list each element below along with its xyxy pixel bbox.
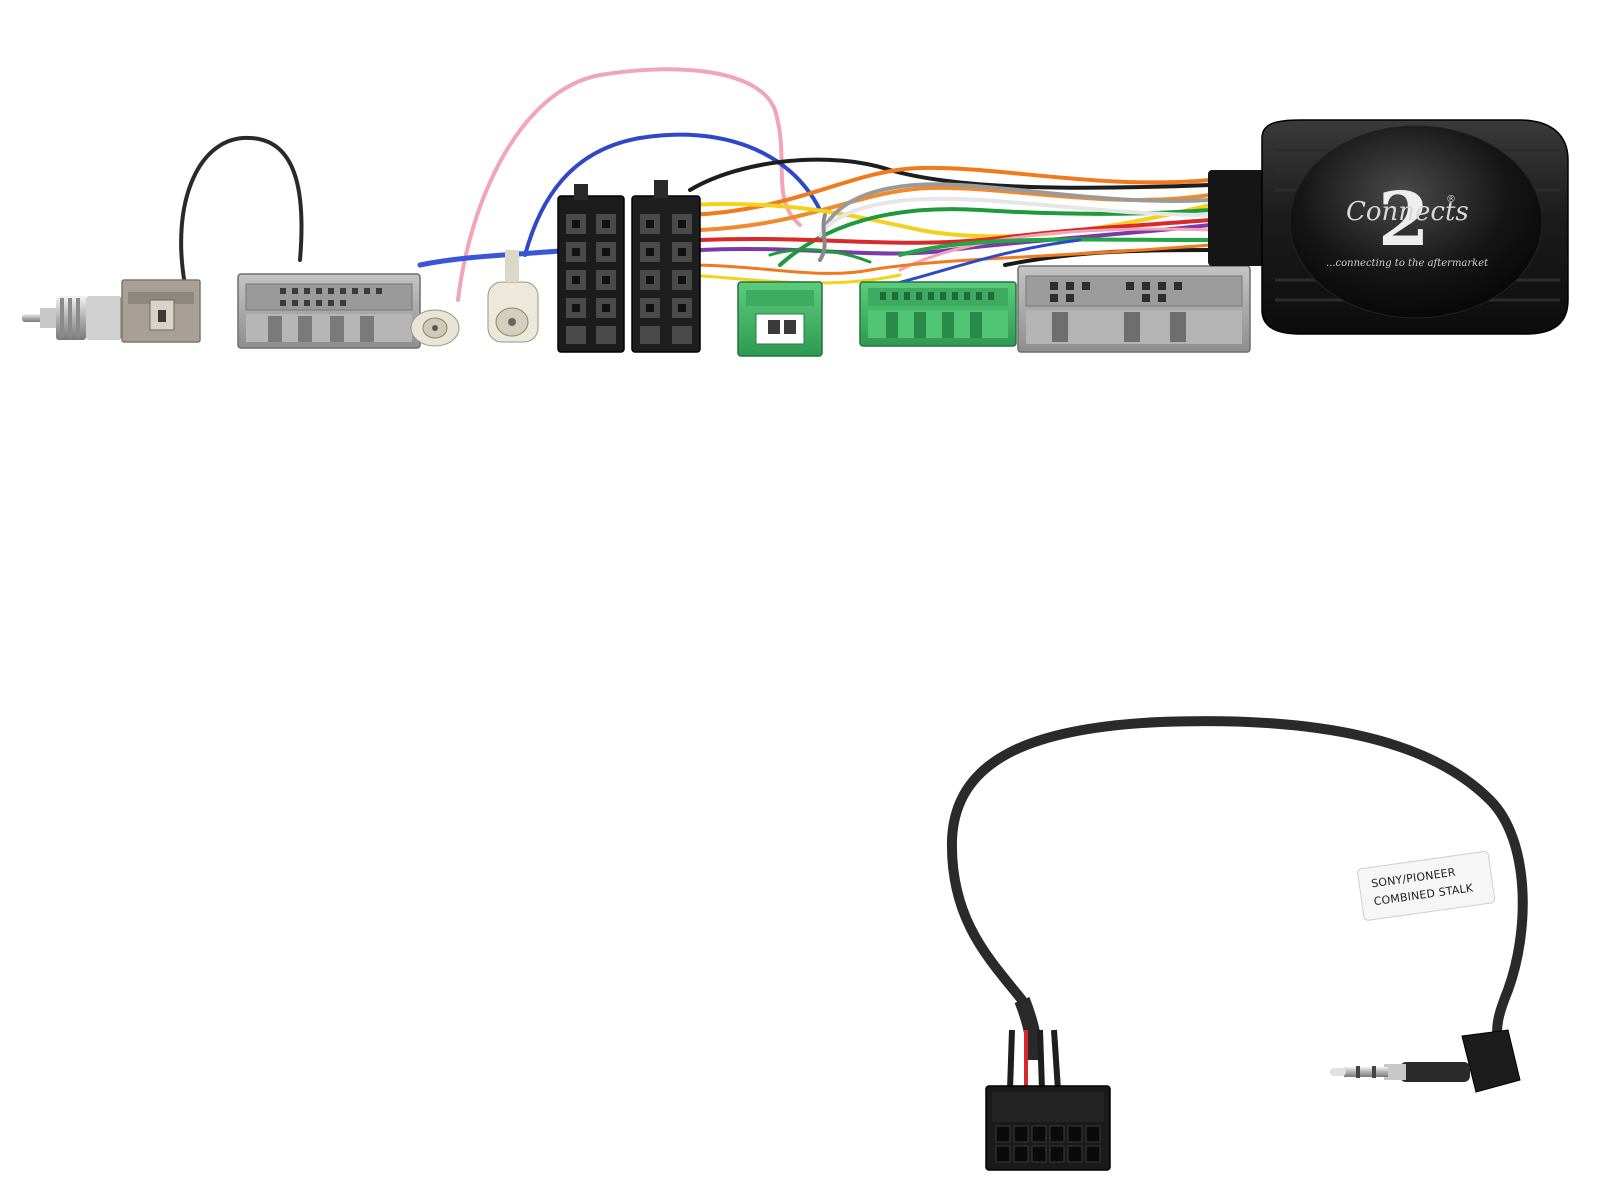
- wire-green-3: [768, 248, 872, 264]
- round-plug-2: [487, 250, 539, 343]
- wire-orange-1: [688, 165, 1212, 217]
- oem-grey-connector-right: [1017, 265, 1251, 353]
- brand-registered: ®: [1446, 194, 1456, 205]
- molex-connector: [985, 1085, 1111, 1171]
- jack-plug: [1330, 1029, 1521, 1093]
- green-connector-small: [737, 281, 823, 357]
- brand-numeral: 2: [1378, 177, 1430, 263]
- steering-control-harness: 2 Connects ® ...connecting to the afterm…: [22, 67, 1569, 357]
- wire-blue: [523, 132, 822, 257]
- iso-connector-power: [631, 180, 701, 353]
- oem-grey-connector-left: [237, 273, 421, 349]
- patch-lead-cable: [946, 716, 1528, 1045]
- green-connector-large: [859, 281, 1017, 347]
- patch-lead-breakout: [1007, 997, 1061, 1091]
- stalk-label: SONY/PIONEER COMBINED STALK: [1357, 850, 1496, 921]
- patch-lead: SONY/PIONEER COMBINED STALK: [946, 716, 1528, 1171]
- iso-connector-speaker: [557, 184, 625, 353]
- wire-red-1: [698, 218, 1212, 245]
- wire-green-2: [898, 237, 1212, 257]
- antenna-plug: [22, 296, 124, 340]
- wire-grey-1: [818, 182, 1212, 242]
- wire-blue-3: [888, 238, 1082, 287]
- wire-black-antenna: [179, 135, 304, 287]
- wire-yellow-1: [688, 202, 1212, 239]
- wire-pink-2: [898, 227, 1212, 272]
- wire-white-1: [818, 196, 1212, 237]
- brand-wordmark: Connects: [1346, 197, 1469, 227]
- round-plug-1: [410, 309, 460, 347]
- wire-orange-3: [688, 243, 1212, 275]
- wire-blue-twin: [417, 247, 573, 268]
- module-badge: [1289, 125, 1543, 319]
- brand-tagline: ...connecting to the aftermarket: [1326, 258, 1489, 269]
- antenna-adapter-connector: [121, 279, 201, 343]
- interface-module: 2 Connects ® ...connecting to the afterm…: [1208, 119, 1569, 335]
- wire-grey-2: [818, 213, 827, 262]
